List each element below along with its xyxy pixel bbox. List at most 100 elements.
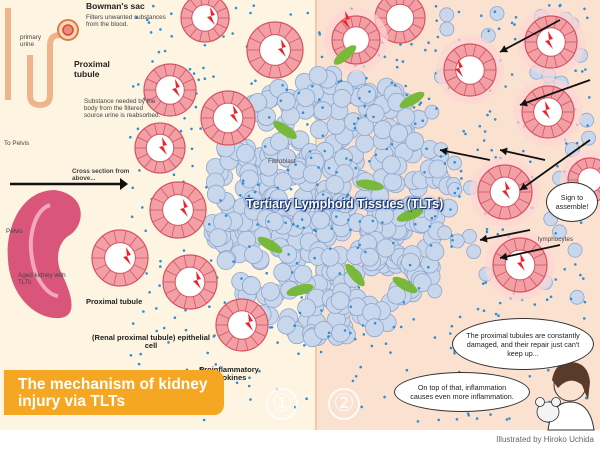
cytokine-dot: [146, 18, 149, 22]
cytokine-dot: [496, 232, 500, 236]
cell-border: [408, 0, 415, 8]
cell-border: [513, 203, 523, 214]
cytokine-dot: [569, 297, 573, 301]
cytokine-dot: [323, 149, 327, 153]
cytokine-dot: [276, 341, 279, 344]
arrow-head: [440, 147, 448, 156]
scientist-character: [547, 362, 595, 431]
cytokine-dot: [247, 194, 251, 198]
cytokine-dot: [412, 318, 416, 321]
cell-border: [334, 29, 345, 35]
cytokine-dot: [159, 259, 162, 263]
cytokine-dot: [144, 229, 147, 233]
cytokine-dot: [351, 379, 355, 383]
cytokine-dot: [459, 169, 463, 173]
fibroblast-cell: [345, 263, 365, 287]
tubule-lumen: [259, 34, 291, 66]
cytokine-dot: [449, 346, 453, 350]
cytokine-dot: [347, 218, 350, 222]
cytokine-dot: [295, 261, 299, 265]
cytokine-dot: [224, 214, 228, 217]
cytokine-dot: [263, 145, 267, 148]
cytokine-dot: [321, 134, 325, 137]
cytokine-dot: [522, 149, 525, 153]
cell-border: [518, 198, 530, 205]
tlt-cell: [311, 210, 331, 230]
cytokine-dot: [504, 85, 507, 88]
cytokine-dot: [416, 420, 420, 423]
cytokine-dot: [212, 335, 216, 338]
tlt-cell: [270, 132, 289, 152]
cytokine-dot: [209, 259, 213, 262]
tlt-cell: [297, 298, 317, 318]
cytokine-dot: [412, 106, 416, 109]
cell-border: [472, 44, 477, 57]
lymphocyte: [569, 289, 585, 305]
cell-border: [123, 272, 127, 286]
cytokine-dot: [329, 247, 332, 250]
cytokine-dot: [199, 127, 202, 130]
cytokine-dot: [320, 309, 323, 312]
cytokine-dot: [309, 156, 313, 160]
tlt-cell: [381, 155, 401, 175]
tlt-cell: [387, 285, 406, 305]
cytokine-dot: [554, 232, 557, 235]
tubule: [149, 181, 207, 239]
cytokine-dot: [170, 12, 173, 15]
cell-border: [453, 80, 462, 91]
cytokine-dot: [451, 238, 454, 242]
cell-border: [482, 75, 494, 82]
cell-border: [524, 117, 536, 124]
cell-border: [216, 23, 227, 29]
cytokine-dot: [271, 202, 274, 205]
lightning-icon: [172, 79, 180, 97]
mouse-character: [535, 397, 561, 423]
cell-border: [507, 165, 512, 178]
cell-border: [144, 158, 152, 168]
cytokine-dot: [385, 147, 389, 151]
cytokine-dot: [497, 27, 501, 31]
cell-border: [385, 0, 392, 8]
cytokine-dot: [373, 321, 377, 325]
arrow-head: [520, 98, 528, 107]
cell-border: [559, 21, 568, 32]
cytokine-dot: [586, 16, 589, 20]
fibroblast-cell: [257, 236, 283, 254]
cell-border: [556, 122, 565, 133]
cytokine-dot: [223, 301, 227, 304]
cytokine-dot: [235, 381, 239, 385]
cell-border: [513, 279, 518, 292]
tlt-cell: [277, 148, 296, 168]
tlt-cell: [264, 212, 284, 231]
cell-border: [446, 75, 458, 82]
cytokine-dot: [414, 122, 417, 125]
cytokine-dot: [533, 303, 537, 306]
cell-border: [531, 122, 540, 133]
cytokine-dot: [284, 221, 287, 225]
cytokine-dot: [239, 194, 242, 197]
cytokine-dot: [145, 272, 148, 275]
cytokine-dot: [306, 123, 309, 126]
cell-border: [534, 52, 543, 63]
cytokine-dot: [199, 367, 202, 370]
lightning-icon: [245, 313, 253, 331]
cytokine-dot: [291, 271, 294, 274]
tubule: [436, 36, 504, 104]
cell-border: [178, 100, 187, 111]
cell-border: [171, 224, 175, 238]
cytokine-dot: [203, 43, 207, 47]
cytokine-dot: [337, 80, 341, 83]
tlt-cell: [276, 91, 296, 111]
cell-border: [487, 170, 497, 181]
cell-border: [527, 30, 539, 37]
cytokine-dot: [510, 73, 514, 76]
cell-border: [402, 0, 405, 5]
cell-border: [498, 206, 503, 219]
cell-border: [221, 132, 226, 145]
cytokine-dot: [358, 243, 362, 247]
cytokine-dot: [276, 186, 280, 190]
cytokine-dot: [190, 127, 193, 131]
tlt-cell: [373, 120, 393, 140]
cytokine-dot: [392, 325, 396, 329]
